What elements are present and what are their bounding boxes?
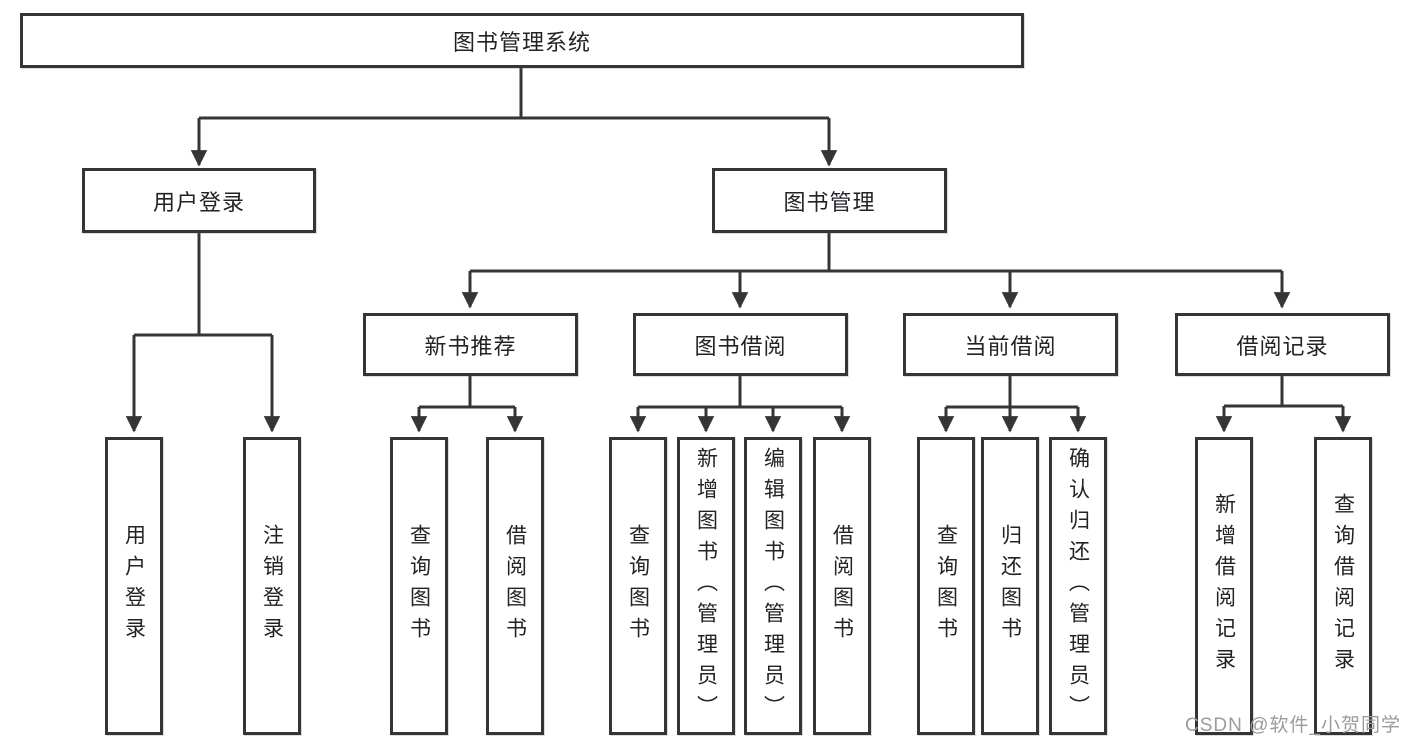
- node-label: 用户登录: [122, 524, 146, 648]
- node-user-login: 用户登录: [82, 168, 316, 233]
- node-label: 新增图书（管理员）: [694, 446, 718, 726]
- node-label: 归还图书: [998, 524, 1022, 648]
- leaf-return-books: 归还图书: [981, 437, 1039, 735]
- node-book-borrowing: 图书借阅: [633, 313, 848, 376]
- connector-root-rail: [199, 68, 829, 120]
- node-new-book-recommend: 新书推荐: [363, 313, 578, 376]
- connector-book-management-rail: [470, 233, 1282, 273]
- node-current-borrowing: 当前借阅: [903, 313, 1118, 376]
- node-label: 图书管理: [783, 189, 876, 215]
- node-label: 查询图书: [407, 524, 431, 648]
- leaf-user-login: 用户登录: [105, 437, 163, 735]
- csdn-watermark: CSDN @软件_小贺同学: [1185, 715, 1401, 736]
- leaf-add-books-admin: 新增图书（管理员）: [677, 437, 735, 735]
- node-label: 新书推荐: [424, 333, 517, 359]
- node-label: 借阅图书: [503, 524, 527, 648]
- leaf-query-books-current: 查询图书: [917, 437, 975, 735]
- node-label: 查询图书: [934, 524, 958, 648]
- connector-user-login-rail: [134, 233, 272, 337]
- connector-current-borrowing-rail: [946, 376, 1078, 409]
- leaf-confirm-return-admin: 确认归还（管理员）: [1049, 437, 1107, 735]
- leaf-query-borrow-record: 查询借阅记录: [1314, 437, 1372, 735]
- node-label: 图书借阅: [694, 333, 787, 359]
- node-borrowing-records: 借阅记录: [1175, 313, 1390, 376]
- node-label: 借阅图书: [830, 524, 854, 648]
- node-label: 借阅记录: [1236, 333, 1329, 359]
- node-label: 当前借阅: [964, 333, 1057, 359]
- leaf-logout: 注销登录: [243, 437, 301, 735]
- leaf-edit-books-admin: 编辑图书（管理员）: [744, 437, 802, 735]
- leaf-add-borrow-record: 新增借阅记录: [1195, 437, 1253, 735]
- node-label: 图书管理系统: [452, 29, 591, 55]
- node-label: 新增借阅记录: [1212, 493, 1236, 679]
- connector-borrowing-records-rail: [1224, 376, 1343, 408]
- leaf-query-books-recommend: 查询图书: [390, 437, 448, 735]
- node-book-management: 图书管理: [712, 168, 947, 233]
- node-label: 查询图书: [626, 524, 650, 648]
- node-label: 确认归还（管理员）: [1066, 446, 1090, 726]
- node-label: 用户登录: [152, 189, 245, 215]
- connector-book-borrowing-rail: [638, 376, 842, 409]
- node-label: 查询借阅记录: [1331, 493, 1355, 679]
- leaf-borrow-books: 借阅图书: [813, 437, 871, 735]
- leaf-borrow-books-recommend: 借阅图书: [486, 437, 544, 735]
- node-label: 编辑图书（管理员）: [761, 446, 785, 726]
- node-label: 注销登录: [260, 524, 284, 648]
- node-library-management-system: 图书管理系统: [20, 13, 1024, 68]
- connector-new-book-recommend-rail: [419, 376, 515, 409]
- leaf-query-books-borrowing: 查询图书: [609, 437, 667, 735]
